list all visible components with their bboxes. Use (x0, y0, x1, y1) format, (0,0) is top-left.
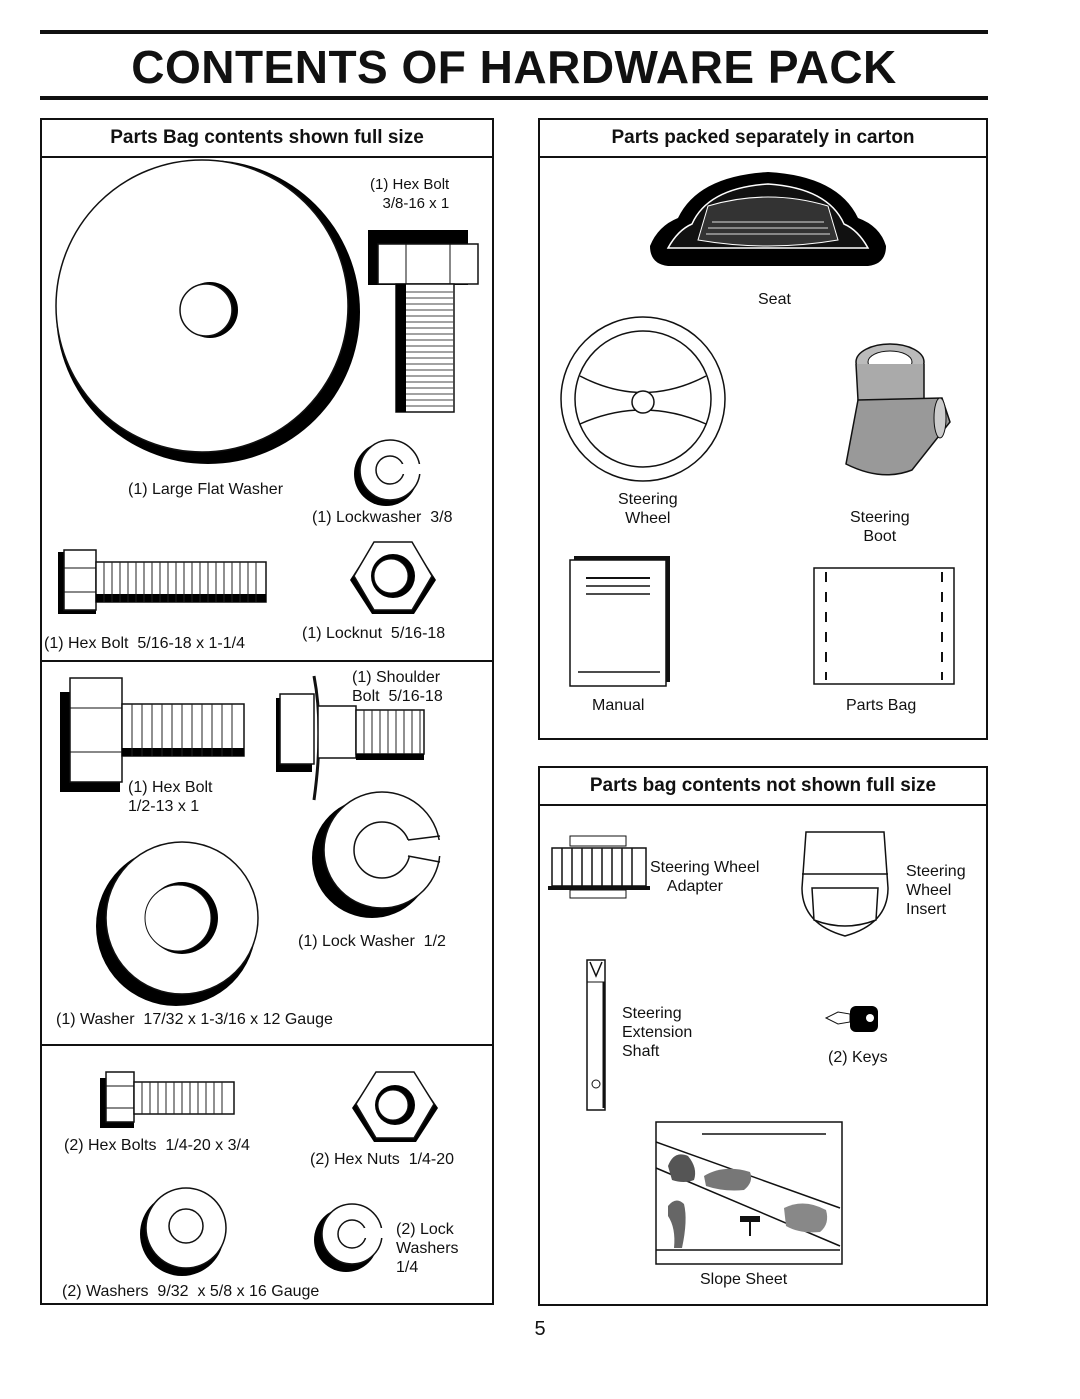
page-title: CONTENTS OF HARDWARE PACK (131, 41, 897, 93)
large-flat-washer-label: (1) Large Flat Washer (128, 481, 284, 498)
hex-bolt-1-2-label: (1) Hex Bolt 1/2-13 x 1 (128, 779, 213, 815)
washer-17-32-label: (1) Washer 17/32 x 1-3/16 x 12 Gauge (56, 1011, 333, 1028)
steering-boot-label: Steering Boot (850, 509, 910, 545)
steering-boot-illustration (845, 343, 951, 476)
seat-illustration (650, 172, 886, 266)
steering-wheel-adapter-label: Steering Wheel Adapter (650, 859, 760, 895)
seat-label: Seat (758, 291, 791, 308)
slope-sheet-illustration (655, 1121, 843, 1265)
parts-bag-label: Parts Bag (846, 697, 917, 714)
manual-illustration (569, 556, 670, 687)
lockwasher-3-8-label: (1) Lockwasher 3/8 (312, 509, 453, 526)
title-rule-bottom (40, 96, 988, 100)
hex-bolts-1-4-label: (2) Hex Bolts 1/4-20 x 3/4 (64, 1137, 250, 1154)
lock-washer-1-2-label: (1) Lock Washer 1/2 (298, 933, 446, 950)
section-divider (42, 660, 492, 662)
shoulder-bolt-label: (1) Shoulder Bolt 5/16-18 (352, 669, 443, 705)
lock-washer-1-2-illustration (312, 791, 450, 918)
steering-extension-shaft-label: Steering Extension Shaft (622, 1005, 693, 1060)
parts-bag-not-full-size-panel: Parts bag contents not shown full size (538, 766, 988, 1306)
key-icon (824, 1006, 878, 1032)
washer-17-32-illustration (96, 841, 259, 1006)
hex-bolt-3-8-label: (1) Hex Bolt 3/8-16 x 1 (370, 176, 450, 212)
manual-label: Manual (592, 697, 645, 714)
steering-wheel-label: Steering Wheel (618, 491, 678, 527)
steering-extension-shaft-illustration (586, 959, 606, 1111)
page-number: 5 (534, 1318, 546, 1340)
hex-bolt-3-8-illustration (368, 230, 479, 413)
locknut-5-16-illustration (350, 541, 436, 614)
panel-heading: Parts bag contents not shown full size (540, 768, 986, 806)
panel-heading: Parts Bag contents shown full size (42, 120, 492, 158)
washers-9-32-label: (2) Washers 9/32 x 5/8 x 16 Gauge (62, 1283, 320, 1300)
locknut-5-16-label: (1) Locknut 5/16-18 (302, 625, 446, 642)
hex-bolt-5-16-illustration (58, 549, 267, 614)
lock-washers-1-4-illustration (314, 1203, 390, 1272)
title-rule-top (40, 30, 988, 34)
hex-nuts-1-4-label: (2) Hex Nuts 1/4-20 (310, 1151, 455, 1168)
slope-sheet-label: Slope Sheet (700, 1271, 788, 1288)
carton-panel: Parts packed separately in carton (538, 118, 988, 740)
hex-bolts-1-4-illustration (100, 1071, 235, 1128)
washers-9-32-illustration (140, 1187, 227, 1276)
lockwasher-3-8-illustration (354, 439, 428, 506)
steering-wheel-insert-illustration (801, 831, 889, 937)
parts-bag-illustration (813, 567, 955, 685)
lock-washers-1-4-label: (2) Lock Washers 1/4 (396, 1221, 459, 1276)
steering-wheel-illustration (560, 316, 726, 482)
parts-bag-full-size-panel: Parts Bag contents shown full size (40, 118, 494, 1305)
hex-bolt-5-16-label: (1) Hex Bolt 5/16-18 x 1-1/4 (44, 635, 245, 652)
steering-wheel-insert-label: Steering Wheel Insert (906, 863, 966, 918)
large-flat-washer-illustration (55, 159, 360, 464)
panel-heading: Parts packed separately in carton (540, 120, 986, 158)
shoulder-bolt-illustration (276, 675, 425, 801)
hex-nuts-1-4-illustration (352, 1071, 438, 1142)
steering-wheel-adapter-illustration (548, 835, 650, 899)
keys-label: (2) Keys (828, 1049, 888, 1066)
hex-bolt-1-2-illustration (60, 677, 245, 792)
section-divider (42, 1044, 492, 1046)
